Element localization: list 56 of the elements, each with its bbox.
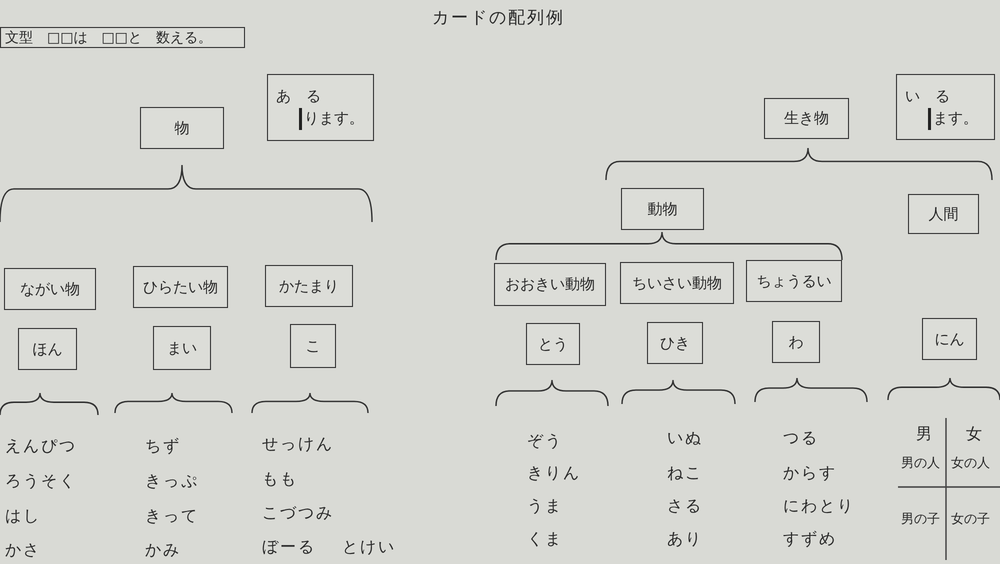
word-label: あり — [667, 529, 703, 550]
verb-stem: あ る — [276, 87, 321, 106]
word-box: ほん — [18, 328, 77, 370]
word-label: とけい — [342, 537, 396, 558]
word-box: わ — [772, 321, 820, 363]
word-label: もも — [262, 469, 298, 490]
word-label: きっぷ — [145, 471, 199, 492]
word-label: せっけん — [262, 434, 334, 455]
word-box: まい — [153, 326, 211, 370]
word-label: うま — [527, 496, 563, 517]
word-label: くま — [527, 529, 563, 550]
table-cell-text: 女の人 — [951, 455, 990, 472]
word-label: かさ — [5, 540, 41, 561]
word-label: こづつみ — [262, 503, 334, 524]
word-label: きりん — [527, 463, 581, 484]
word-label: ぼーる — [262, 537, 316, 558]
word-box: 人間 — [908, 194, 979, 234]
word-box: 物 — [140, 107, 224, 149]
table-cell-text: 女 — [966, 424, 982, 445]
word-label: いぬ — [667, 428, 703, 449]
word-card — [896, 74, 995, 140]
word-card — [267, 74, 374, 141]
table-cell-text: 男 — [916, 424, 932, 445]
word-box: ひき — [647, 322, 703, 364]
word-box: 生き物 — [764, 98, 849, 139]
word-box: ちょうるい — [746, 260, 842, 302]
title: カードの配列例 — [432, 7, 565, 29]
verb-ending: ります。 — [304, 109, 364, 128]
word-label: からす — [783, 463, 837, 484]
word-label: つる — [783, 428, 819, 449]
word-box: とう — [526, 323, 580, 365]
word-label: ぞう — [527, 431, 563, 452]
table-cell-text: 男の人 — [901, 455, 940, 472]
table-cell-text: 男の子 — [901, 511, 940, 528]
verb-ending: ます。 — [933, 109, 978, 128]
word-box: にん — [922, 318, 977, 360]
sentence-pattern-box: 文型 □□は □□と 数える。 — [0, 27, 245, 48]
word-label: きって — [145, 506, 199, 527]
word-box: こ — [290, 324, 336, 368]
word-box: ちいさい動物 — [620, 262, 734, 304]
word-label: えんぴつ — [5, 436, 77, 457]
word-box: 動物 — [621, 188, 704, 230]
word-label: ねこ — [667, 463, 703, 484]
word-box: ながい物 — [4, 268, 96, 310]
word-label: かみ — [145, 540, 181, 561]
word-label: はし — [5, 506, 41, 527]
word-box: おおきい動物 — [494, 263, 606, 306]
table-cell-text: 女の子 — [951, 511, 990, 528]
word-label: にわとり — [783, 496, 855, 517]
word-label: すずめ — [783, 529, 837, 550]
word-label: さる — [667, 496, 703, 517]
word-box: かたまり — [265, 265, 353, 307]
word-label: ちず — [145, 436, 181, 457]
word-label: ろうそく — [5, 471, 77, 492]
word-box: ひらたい物 — [133, 266, 228, 308]
verb-stem: い る — [905, 87, 950, 106]
